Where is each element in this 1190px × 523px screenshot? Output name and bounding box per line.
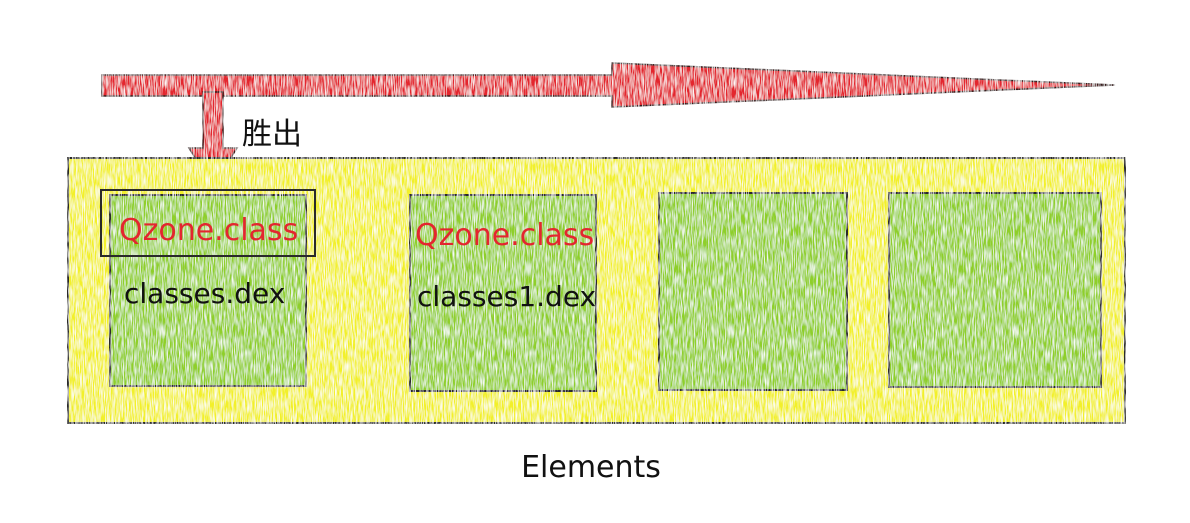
class-label: Qzone.class [415, 218, 594, 253]
elements-caption: Elements [521, 450, 661, 485]
element-box: Qzone.class classes1.dex [409, 194, 597, 392]
element-box: Qzone.class classes.dex [100, 189, 316, 387]
dex-box-4 [888, 192, 1102, 388]
class-label: Qzone.class [119, 213, 298, 248]
dex-label: classes.dex [124, 277, 285, 310]
dex-label: classes1.dex [417, 280, 596, 313]
element-box [658, 192, 848, 391]
scan-direction-arrow [101, 62, 1116, 108]
winning-class-highlight [100, 189, 316, 257]
dex-box-2 [409, 194, 597, 392]
winner-label: 胜出 [242, 117, 302, 152]
dex-box-1 [109, 194, 307, 387]
dex-box-3 [658, 192, 848, 391]
element-box [888, 192, 1102, 388]
